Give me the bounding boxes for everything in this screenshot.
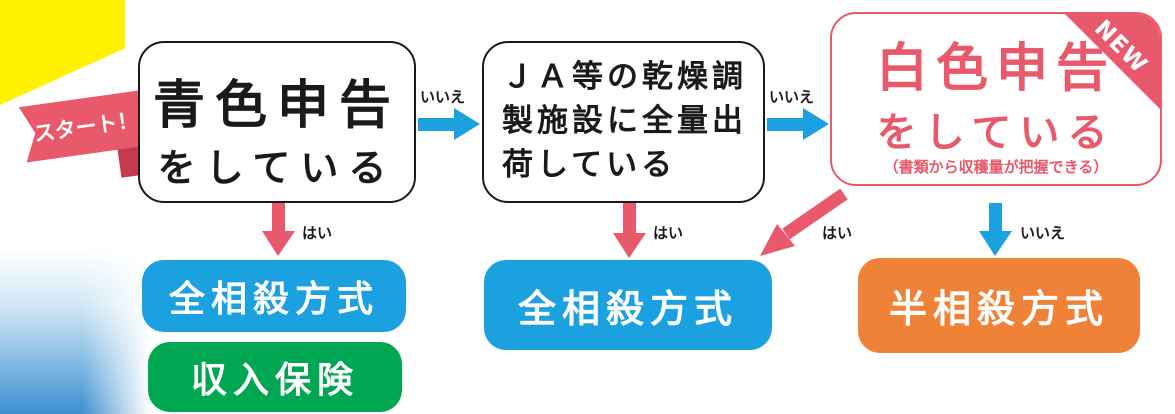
result-full-offset-2: 全相殺方式 [484, 260, 772, 350]
question-ja-shipping: ＪＡ等の乾燥調製施設に全量出荷している [482, 41, 765, 203]
question-white-return-note: （書類から収穫量が把握できる） [883, 158, 1109, 176]
arrow-q2-yes [613, 203, 646, 258]
arrow-q2-to-q3 [767, 108, 829, 140]
edge-label-q1-yes: はい [302, 224, 333, 242]
edge-label-q3-yes: はい [822, 224, 853, 242]
edge-label-q2-no: いいえ [769, 88, 815, 106]
question-white-return: NEW 白色申告 をしている （書類から収穫量が把握できる） [830, 12, 1162, 186]
question-blue-return-title: 青色申告 [152, 76, 401, 136]
edge-label-q2-yes: はい [653, 224, 684, 242]
arrow-q3-yes [760, 188, 848, 256]
result-full-offset-1: 全相殺方式 [142, 260, 406, 332]
result-income-insurance: 収入保険 [148, 342, 402, 412]
arrow-q3-no [979, 203, 1012, 256]
question-blue-return-suffix: をしている [157, 146, 397, 190]
arrow-q1-yes [262, 203, 295, 256]
result-half-offset: 半相殺方式 [858, 258, 1140, 353]
question-white-return-title: 白色申告 [875, 39, 1116, 99]
question-ja-shipping-text: ＪＡ等の乾燥調製施設に全量出荷している [502, 59, 747, 183]
edge-label-q1-no: いいえ [420, 88, 466, 106]
question-white-return-suffix: をしている [876, 110, 1116, 156]
question-blue-return: 青色申告 をしている [138, 41, 416, 203]
edge-label-q3-no: いいえ [1020, 224, 1066, 242]
arrow-q1-to-q2 [418, 108, 480, 140]
sky-background [0, 250, 150, 414]
